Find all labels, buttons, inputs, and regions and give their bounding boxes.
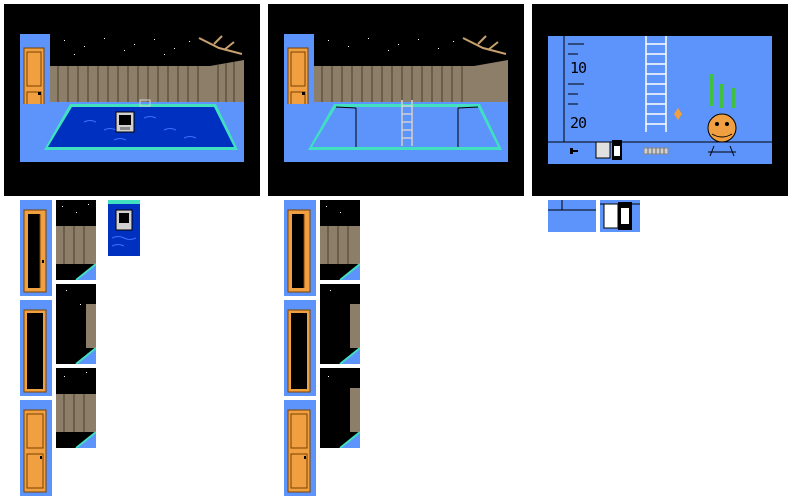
- tree-branch: [198, 35, 243, 55]
- tile-tv-bottom: [600, 200, 640, 232]
- tv-set-icon: [108, 200, 140, 247]
- tile-door-dark-2: [284, 300, 316, 396]
- tile-fence-corner-1: [56, 200, 96, 280]
- ladder-top: [139, 99, 151, 107]
- tile-pool-corner: [548, 200, 596, 232]
- door-icon: [23, 309, 47, 393]
- scene-panel-pool-drained: [268, 4, 524, 196]
- ladder-icon[interactable]: [645, 36, 667, 132]
- tile-fence-corner-3: [56, 368, 96, 448]
- tile-floating-tv: [108, 200, 140, 256]
- star-field: [64, 38, 190, 55]
- tv-set-icon[interactable]: [595, 140, 622, 160]
- pool-drained-scene: [284, 34, 508, 162]
- tile-fence-corner-2: [56, 284, 96, 364]
- depth-label-20: 20: [570, 114, 587, 132]
- tile-fence-corner-6: [320, 368, 360, 448]
- door-icon: [287, 209, 311, 293]
- tile-fence-corner-4: [320, 200, 360, 280]
- door-icon: [23, 409, 47, 493]
- door-icon: [287, 409, 311, 493]
- tile-door-dark: [20, 300, 52, 396]
- door-icon: [287, 309, 311, 393]
- tile-door-open-2: [284, 200, 316, 296]
- lamp-icon[interactable]: [674, 108, 682, 120]
- depth-gauge-ticks: [568, 43, 584, 105]
- door-icon: [23, 209, 47, 293]
- depth-label-10: 10: [570, 59, 587, 77]
- tv-set-icon[interactable]: [115, 111, 135, 133]
- pool-bottom-scene: [548, 36, 772, 164]
- tile-fence-corner-5: [320, 284, 360, 364]
- scene-panel-pool-filled: [4, 4, 260, 196]
- tiger-statue-icon[interactable]: [707, 74, 737, 157]
- tile-door-closed: [20, 400, 52, 496]
- pool-empty[interactable]: [308, 104, 502, 150]
- tile-door-closed-2: [284, 400, 316, 496]
- fence: [50, 60, 244, 104]
- drain-grate-icon[interactable]: [643, 147, 669, 155]
- scene-panel-pool-bottom: 10 20: [532, 4, 788, 196]
- pool[interactable]: [44, 104, 238, 150]
- ladder-icon[interactable]: [401, 100, 413, 146]
- pool-filled-scene: [20, 34, 244, 162]
- tv-set-icon: [600, 202, 640, 230]
- key-icon[interactable]: [570, 148, 578, 154]
- tile-door-open-1: [20, 200, 52, 296]
